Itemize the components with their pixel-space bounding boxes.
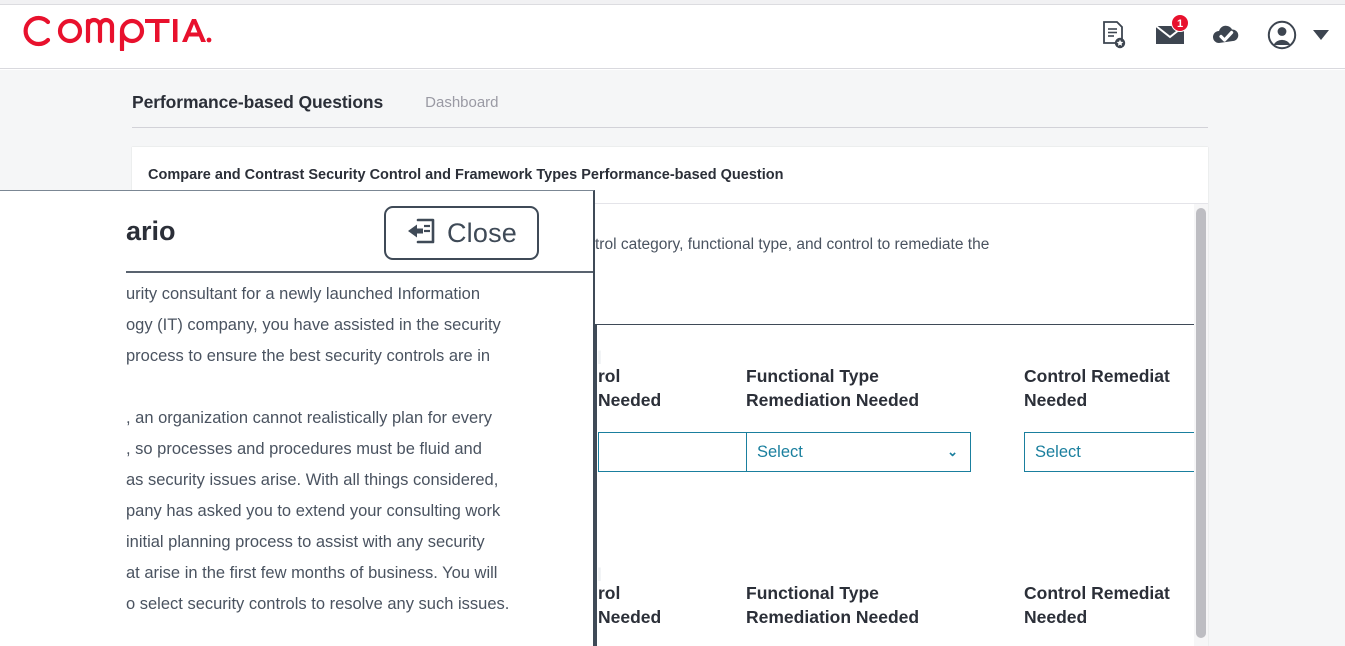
col-label-line1: Functional Type	[746, 366, 879, 386]
instructions-visible-fragment: trol category, functional type, and cont…	[595, 236, 990, 253]
select-functional-type-1[interactable]: Select ⌄	[746, 432, 971, 472]
scenario-modal-header: ario Close	[0, 191, 593, 291]
chevron-down-icon: ⌄	[947, 444, 958, 459]
vertical-scrollbar[interactable]	[1194, 204, 1208, 646]
col-label-line1: rol	[598, 366, 621, 386]
chevron-down-icon[interactable]	[1313, 30, 1329, 40]
scenario-line-5: , so processes and procedures must be fl…	[126, 440, 482, 458]
scenario-line-7: pany has asked you to extend your consul…	[126, 502, 501, 520]
instructions-text: trol category, functional type, and cont…	[132, 233, 1208, 257]
form-col-functional-type-2: Functional Type Remediation Needed Selec…	[746, 581, 971, 646]
close-button-label: Close	[446, 217, 517, 248]
scenario-line-1: urity consultant for a newly launched In…	[126, 285, 481, 303]
scenario-paragraph-2: , an organization cannot realistically p…	[126, 403, 593, 620]
mail-icon[interactable]: 1	[1155, 14, 1189, 51]
form-col-control-remediation-2: Control Remediat Needed Select	[1024, 581, 1208, 646]
col-label-line2: Needed	[1024, 390, 1088, 410]
scenario-paragraph-1: urity consultant for a newly launched In…	[126, 279, 593, 372]
header-icon-group: 1	[1099, 14, 1329, 51]
col-label-line2: Needed	[598, 607, 662, 627]
comptia-logo[interactable]	[12, 9, 212, 51]
tab-dashboard[interactable]: Dashboard	[425, 94, 499, 111]
col-label-line1: Functional Type	[746, 583, 879, 603]
user-avatar-icon[interactable]	[1267, 19, 1297, 51]
tab-bar: Performance-based Questions Dashboard	[132, 80, 1208, 128]
mail-badge-count: 1	[1171, 14, 1189, 32]
col-label-line2: Needed	[598, 390, 662, 410]
back-into-box-icon	[406, 217, 436, 250]
instructions-bottom-rule	[595, 324, 1208, 325]
form-col-control-remediation-1: Control Remediat Needed Select	[1024, 364, 1208, 472]
scenario-line-4: , an organization cannot realistically p…	[126, 409, 492, 427]
select-control-remediation-1[interactable]: Select	[1024, 432, 1208, 472]
col-label-functional-type-1: Functional Type Remediation Needed	[746, 364, 971, 412]
certificate-icon[interactable]	[1099, 19, 1129, 51]
col-label-security-control-2: rol Needed	[598, 581, 823, 629]
col-label-line2: Remediation Needed	[746, 607, 920, 627]
scenario-line-8: initial planning process to assist with …	[126, 533, 485, 551]
form-col-security-control-2: rol Needed	[598, 581, 823, 646]
col-label-line2: Needed	[1024, 607, 1088, 627]
scenario-line-10: o select security controls to resolve an…	[126, 595, 510, 613]
select-value-control-remediation-1: Select	[1035, 442, 1081, 461]
col-label-line1: Control Remediat	[1024, 583, 1170, 603]
close-button[interactable]: Close	[383, 206, 539, 260]
tab-performance-based-questions[interactable]: Performance-based Questions	[132, 92, 384, 112]
browser-chrome-strip	[0, 0, 1345, 5]
col-label-security-control-1: rol Needed	[598, 364, 823, 412]
scenario-modal-body: urity consultant for a newly launched In…	[126, 279, 593, 646]
cloud-check-icon[interactable]	[1211, 19, 1241, 51]
scenario-line-3: process to ensure the best security cont…	[126, 347, 491, 365]
col-label-line2: Remediation Needed	[746, 390, 920, 410]
select-value-functional-type-1: Select	[757, 442, 803, 461]
col-label-control-remediation-2: Control Remediat Needed	[1024, 581, 1208, 629]
scenario-line-2: ogy (IT) company, you have assisted in t…	[126, 316, 501, 334]
scenario-modal-rule	[126, 271, 593, 273]
scenario-line-9: at arise in the first few months of busi…	[126, 564, 498, 582]
scenario-modal: ario Close urity consultant for a newly …	[0, 190, 595, 646]
question-card-title: Compare and Contrast Security Control an…	[132, 147, 1208, 204]
form-col-functional-type-1: Functional Type Remediation Needed Selec…	[746, 364, 971, 472]
col-label-functional-type-2: Functional Type Remediation Needed	[746, 581, 971, 629]
col-label-control-remediation-1: Control Remediat Needed	[1024, 364, 1208, 412]
app-header: 1	[0, 5, 1345, 69]
grid-vertical-divider	[595, 325, 597, 646]
scrollbar-thumb[interactable]	[1196, 208, 1206, 638]
col-label-line1: rol	[598, 583, 621, 603]
scenario-modal-title: ario	[126, 216, 176, 246]
scenario-line-6: as security issues arise. With all thing…	[126, 471, 499, 489]
col-label-line1: Control Remediat	[1024, 366, 1170, 386]
